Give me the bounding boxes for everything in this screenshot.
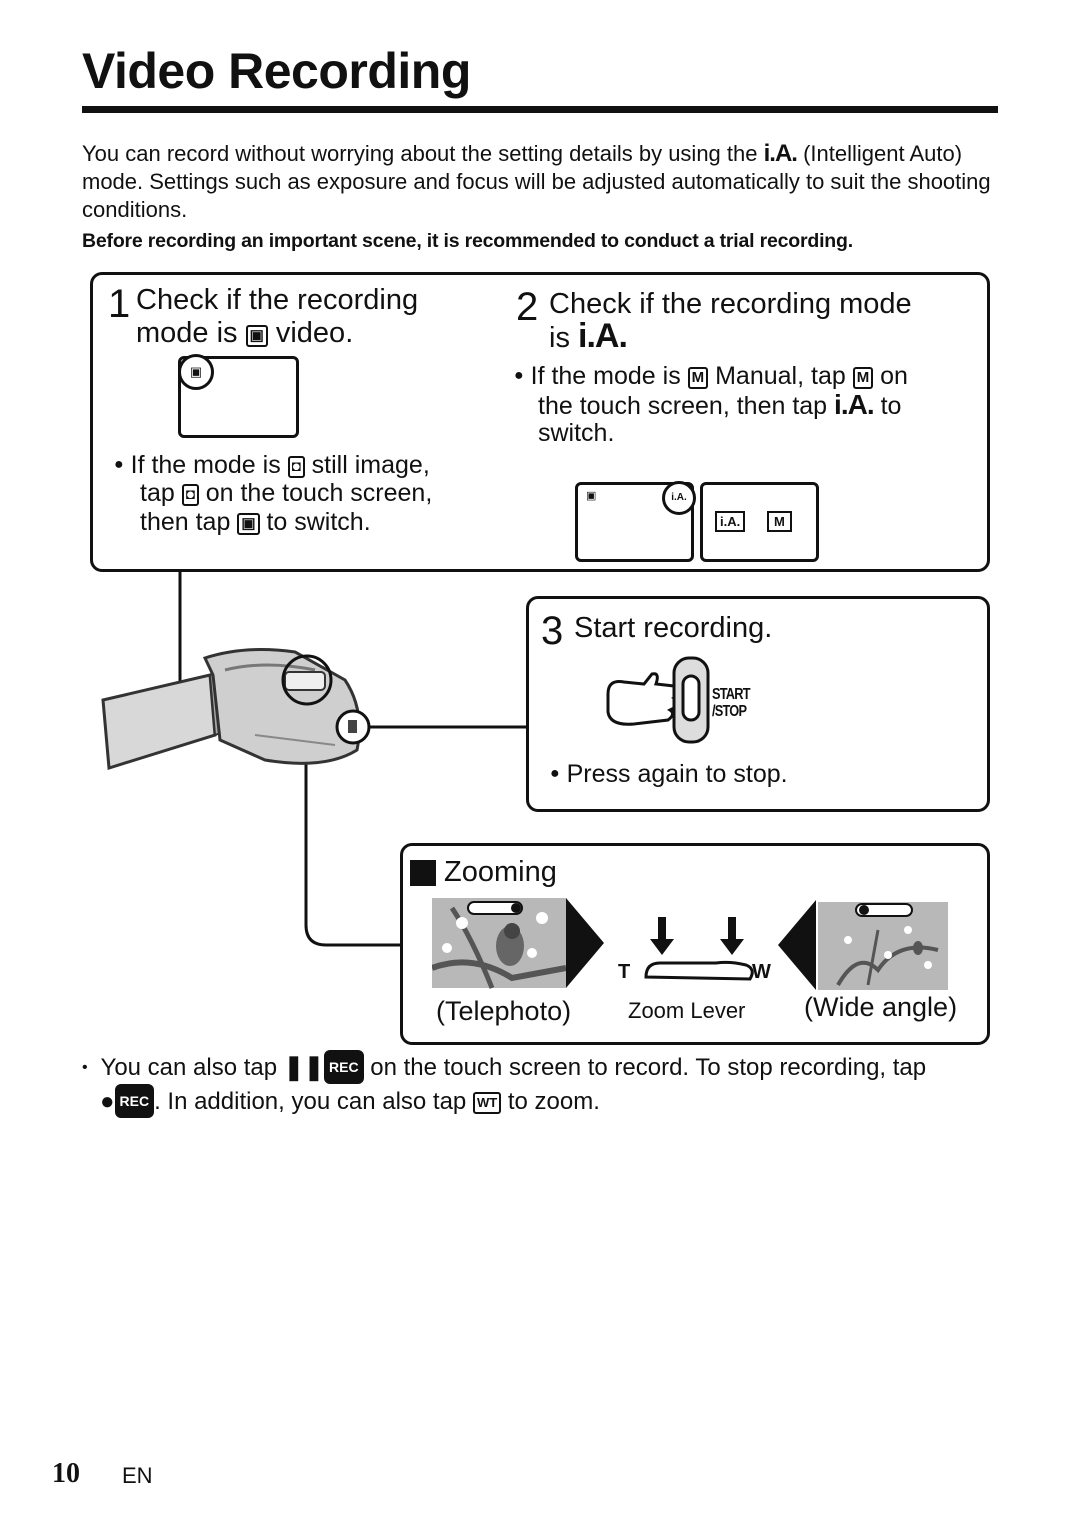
footer-line1: • You can also tap ❚❚REC on the touch sc… — [82, 1050, 1002, 1084]
start-stop-label: START /STOP — [712, 686, 751, 720]
page-number: 10 — [52, 1458, 80, 1489]
video-mode-icon: ▣ — [245, 325, 268, 347]
still-image-icon: ◘ — [287, 456, 305, 478]
step2-bullet-line2: the touch screen, then tap i.A. to — [538, 390, 901, 421]
wide-angle-image — [778, 900, 948, 990]
zoom-wide-label: W — [752, 961, 771, 983]
record-dot-icon: ● — [100, 1088, 115, 1115]
still-image-icon: ◘ — [181, 484, 199, 506]
pause-icon: ❚❚ — [283, 1054, 324, 1081]
step1-heading-line1: Check if the recording — [136, 284, 419, 316]
zoom-lever-illustration — [644, 917, 754, 981]
step1-bullet-text-2b: on the touch screen, — [205, 479, 433, 507]
video-mode-icon: ▣ — [586, 490, 597, 502]
footer-text-2a: . In addition, you can also tap — [154, 1088, 467, 1115]
manual-mode-icon: M — [687, 367, 709, 389]
intro-text-before: You can record without worrying about th… — [82, 141, 758, 166]
warning-text: Before recording an important scene, it … — [82, 230, 853, 252]
step1-bullet-text-1b: still image, — [311, 451, 430, 479]
intelligent-auto-icon: i.A. — [834, 389, 875, 420]
step2-bullet-text-2a: the touch screen, then tap — [538, 392, 828, 420]
step1-bullet-text-3b: to switch. — [266, 508, 371, 536]
zoom-lever-label: Zoom Lever — [628, 998, 746, 1023]
step1-bullet-text-3a: then tap — [140, 508, 231, 536]
step1-heading-text-a: mode is — [136, 317, 238, 349]
step2-bullet-line3: switch. — [538, 419, 615, 447]
step2-bullet-text-1a: If the mode is — [530, 362, 681, 390]
footer-text-2b: to zoom. — [507, 1088, 600, 1115]
footer-note: • You can also tap ❚❚REC on the touch sc… — [82, 1050, 1002, 1118]
step2-heading-text: is — [549, 322, 570, 354]
step2-bullet-text-1b: Manual, tap — [715, 362, 846, 390]
step1-heading-line2: mode is ▣ video. — [136, 317, 353, 350]
wt-zoom-icon: WT — [472, 1092, 502, 1114]
step1-bullet-line2: tap ◘ on the touch screen, — [140, 479, 432, 508]
telephoto-label: (Telephoto) — [436, 996, 572, 1026]
telephoto-image — [432, 898, 604, 989]
step3-box — [526, 596, 990, 812]
step1-bullet-line3: then tap ▣ to switch. — [140, 508, 371, 537]
camcorder-illustration — [101, 648, 371, 770]
step2-bullet-line1: ● If the mode is M Manual, tap M on — [514, 362, 908, 390]
intro-text-after: (Intelligent Auto) mode. Settings such a… — [82, 141, 991, 222]
step2-heading-line2: is i.A. — [549, 317, 628, 355]
rec-icon: REC — [324, 1050, 364, 1084]
step3-bullet-text: Press again to stop. — [566, 760, 788, 788]
start-stop-button-illustration — [606, 656, 710, 744]
page-title: Video Recording — [82, 43, 471, 99]
video-mode-button-icon[interactable]: ▣ — [178, 354, 214, 390]
step2-number: 2 — [516, 285, 539, 329]
zoom-tele-label: T — [618, 961, 631, 983]
footer-text-1b: on the touch screen to record. To stop r… — [370, 1054, 927, 1081]
intelligent-auto-icon: i.A. — [763, 140, 798, 167]
video-mode-icon: ▣ — [237, 513, 260, 535]
stop-label: /STOP — [712, 703, 747, 720]
step1-bullet-text-2a: tap — [140, 479, 175, 507]
rec-icon: REC — [114, 1084, 155, 1118]
lcd-screen-mode-select: i.A. M — [700, 482, 819, 562]
step1-bullet-line1: ● If the mode is ◘ still image, — [114, 451, 430, 479]
page-language: EN — [122, 1463, 153, 1488]
step1-number: 1 — [108, 282, 131, 326]
step3-bullet: ● Press again to stop. — [550, 760, 788, 788]
title-rule — [82, 106, 998, 113]
wide-angle-label: (Wide angle) — [804, 992, 958, 1022]
start-label: START — [712, 686, 751, 703]
step1-bullet-text-1a: If the mode is — [130, 451, 281, 479]
ia-mode-button-icon[interactable]: i.A. — [662, 481, 696, 515]
zoom-heading: Zooming — [444, 856, 557, 888]
step3-number: 3 — [541, 609, 564, 653]
manual-mode-icon: M — [852, 367, 874, 389]
step2-bullet-text-2b: to — [880, 392, 902, 420]
manual-select-button[interactable]: M — [767, 511, 792, 532]
footer-line2: ●REC. In addition, you can also tap WT t… — [82, 1084, 1002, 1118]
intelligent-auto-icon: i.A. — [578, 317, 628, 355]
ia-select-button[interactable]: i.A. — [715, 511, 746, 532]
step2-bullet-text-1c: on — [880, 362, 908, 390]
footer-text-1a: You can also tap — [100, 1054, 278, 1081]
step3-heading: Start recording. — [574, 612, 773, 644]
step2-heading-line1: Check if the recording mode — [549, 288, 912, 320]
step1-heading-text-b: video. — [275, 317, 354, 349]
intro-paragraph: You can record without worrying about th… — [82, 140, 998, 224]
zoom-section-marker — [410, 860, 436, 886]
